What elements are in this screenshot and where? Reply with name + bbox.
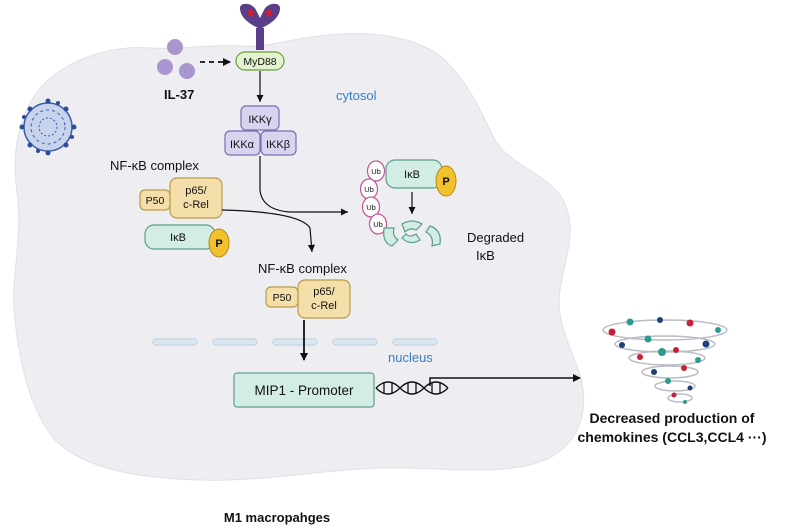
output-label-2: chemokines (CCL3,CCL4 ···): [577, 429, 766, 445]
ikk-gamma-label: IKKγ: [248, 114, 272, 126]
output-label-1: Decreased production of: [590, 410, 755, 426]
p65-label-1b: c-Rel: [183, 199, 209, 211]
degraded-label-1: Degraded: [467, 230, 524, 245]
il37-label: IL-37: [164, 87, 194, 102]
ub-label-3: Ub: [366, 203, 376, 212]
ikk-alpha-box: [224, 130, 261, 156]
phospho-1: [208, 228, 230, 258]
ub-label-1: Ub: [371, 167, 381, 176]
ikk-beta-label: IKKβ: [266, 139, 290, 151]
cell-label: M1 macropahges: [224, 510, 330, 525]
ikb-label-1: IκB: [170, 232, 186, 244]
nfkb-complex-label-1: NF-κB complex: [110, 158, 199, 173]
degraded-label-2: IκB: [476, 248, 495, 263]
chemokine-tornado-icon: [602, 317, 728, 404]
ub-label-2: Ub: [364, 185, 374, 194]
ub-label-4: Ub: [373, 220, 383, 229]
nfkb-complex-label-2: NF-κB complex: [258, 261, 347, 276]
degraded-ikb-fragments: [383, 220, 441, 247]
receptor-icon: [240, 3, 280, 50]
ikk-alpha-label: IKKα: [230, 139, 255, 151]
cytosol-label: cytosol: [336, 88, 377, 103]
p65-label-2a: p65/: [313, 286, 335, 298]
il37-ligand-icon: [157, 39, 195, 79]
nfkb-release-arrow: [221, 209, 315, 253]
ubiquitin-chain: [359, 160, 388, 235]
ikk-to-degradation-arrow: [259, 156, 348, 216]
phospho-2: [435, 165, 457, 197]
nucleus-label: nucleus: [388, 350, 433, 365]
promoter-box: [233, 372, 375, 408]
myd88-box: [235, 51, 285, 71]
p50-label-2: P50: [273, 292, 292, 304]
p65-label-2b: c-Rel: [311, 300, 337, 312]
p65-box-1: [169, 177, 223, 219]
myd88-label: MyD88: [243, 56, 276, 68]
ikk-gamma-box: [240, 105, 280, 131]
p65-box-2: [297, 279, 351, 319]
nuclear-membrane: [152, 338, 438, 346]
dna-helix-icon: [375, 381, 449, 395]
p50-label-1: P50: [146, 195, 165, 207]
ikb-label-2: IκB: [404, 169, 420, 181]
output-arrow: [429, 374, 581, 386]
promoter-label: MIP1 - Promoter: [254, 383, 354, 398]
ikk-beta-box: [260, 130, 297, 156]
p65-label-1a: p65/: [185, 185, 207, 197]
phospho-label-1: P: [215, 238, 222, 250]
cell-body: [13, 33, 585, 481]
phospho-label-2: P: [442, 176, 449, 188]
virus-icon: [19, 98, 77, 156]
